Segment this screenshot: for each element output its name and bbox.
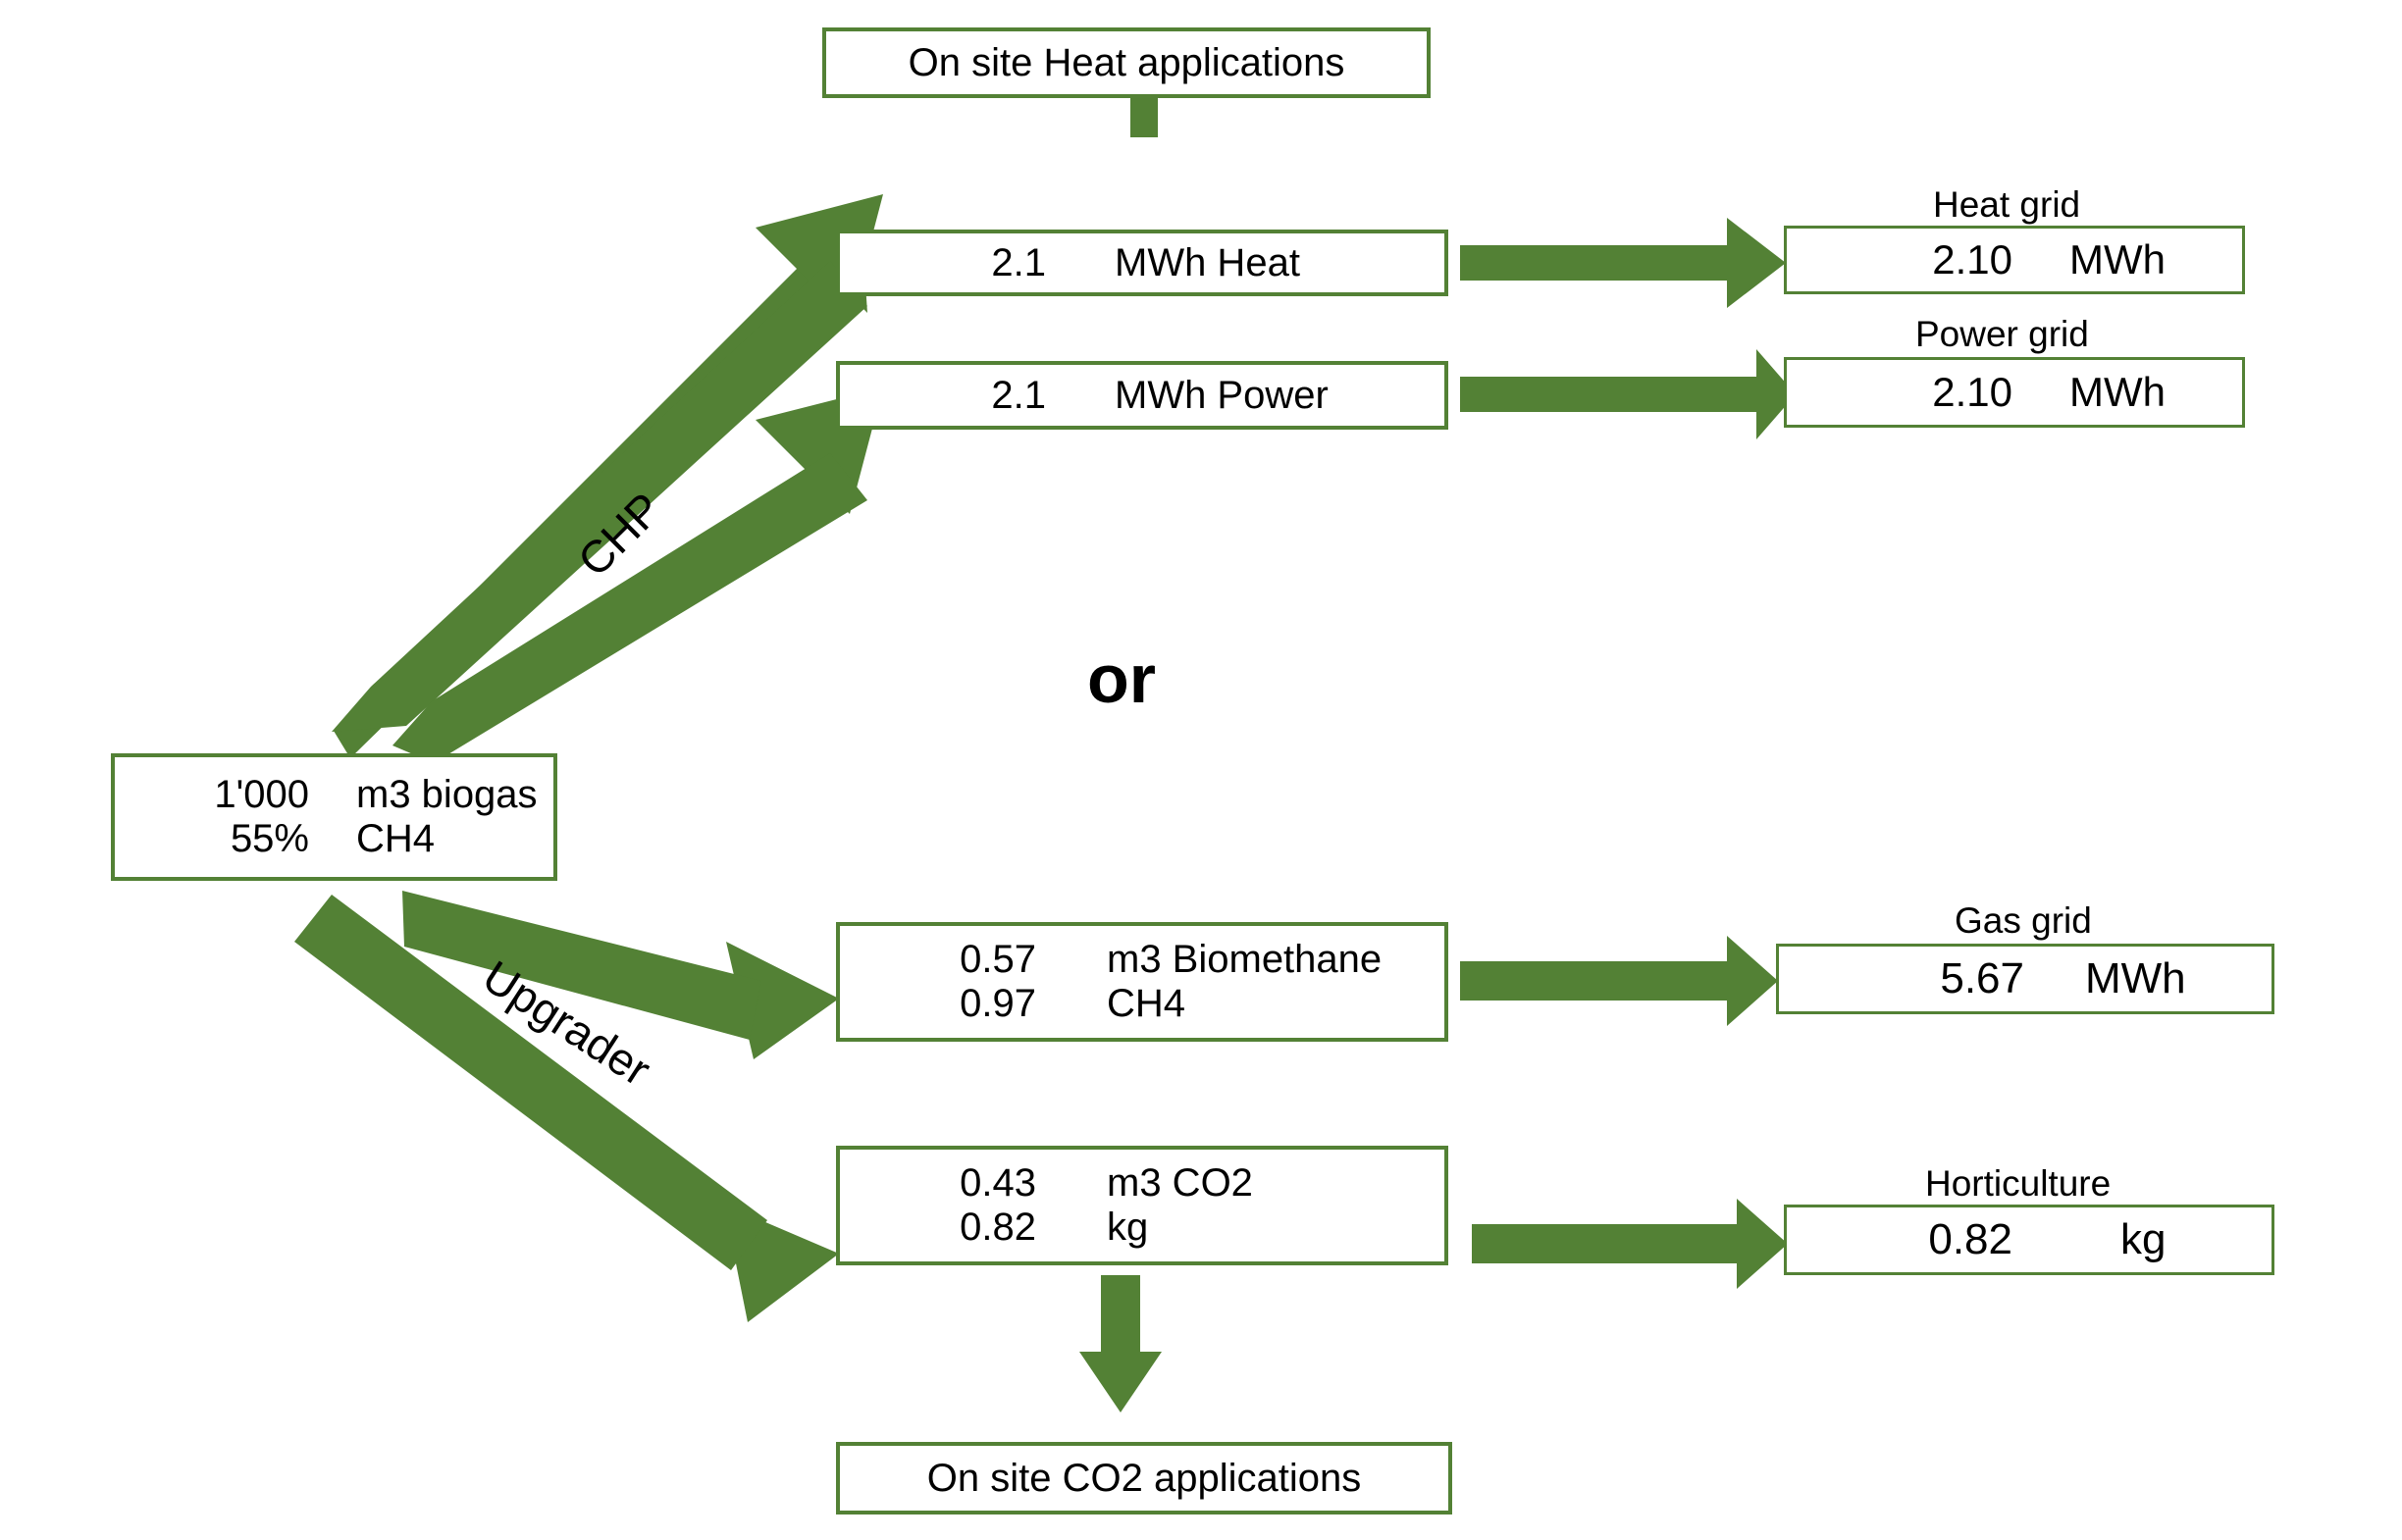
biomethane-row-ch4: 0.97 CH4 [840,982,1444,1026]
arrow-upgrader-to-co2-shaft [294,895,767,1270]
power-grid-caption: Power grid [1915,314,2089,354]
co2-mass-unit: kg [1107,1206,1149,1249]
biogas-volume-unit: m3 biogas [356,773,538,817]
power-grid-value: 2.10 [1932,369,2012,416]
node-heat-grid[interactable]: 2.10 MWh [1784,226,2245,294]
node-co2[interactable]: 0.43 m3 CO2 0.82 kg [836,1146,1448,1265]
or-label: or [1087,641,1156,717]
mwh-heat-unit: MWh Heat [1115,240,1300,284]
arrow-biomethane-to-gasgrid [1460,936,1778,1026]
biomethane-ch4-unit: CH4 [1107,982,1186,1025]
biomethane-volume-value: 0.57 [960,938,1036,982]
node-onsite-co2-applications[interactable]: On site CO2 applications [836,1442,1452,1514]
arrow-chp-to-heat-shaft [332,261,867,732]
node-onsite-heat-applications[interactable]: On site Heat applications [822,27,1431,98]
mwh-power-row: 2.1 MWh Power [840,374,1444,418]
power-grid-row: 2.10 MWh [1787,369,2242,415]
onsite-heat-label: On site Heat applications [908,40,1345,84]
gas-grid-caption: Gas grid [1955,900,2092,941]
horticulture-value: 0.82 [1928,1215,2012,1264]
node-gas-grid[interactable]: 5.67 MWh [1776,944,2274,1014]
arrow-co2-to-onsite [1079,1275,1162,1412]
co2-volume-value: 0.43 [960,1161,1036,1206]
biogas-ch4-value: 55% [230,817,309,860]
co2-row-mass: 0.82 kg [840,1206,1444,1250]
heat-grid-row: 2.10 MWh [1787,236,2242,282]
mwh-power-unit: MWh Power [1115,373,1329,417]
biomethane-row-volume: 0.57 m3 Biomethane [840,938,1444,982]
arrow-chp-to-power-shaft [392,453,867,763]
biomethane-volume-unit: m3 Biomethane [1107,938,1383,982]
horticulture-caption: Horticulture [1925,1163,2112,1204]
heat-grid-value: 2.10 [1932,236,2012,283]
heat-grid-unit: MWh [2069,236,2166,283]
co2-mass-value: 0.82 [960,1206,1036,1249]
gas-grid-value: 5.67 [1940,954,2024,1003]
arrow-upgrader-to-biomethane-shaft [402,891,761,1040]
heat-grid-caption: Heat grid [1933,184,2081,225]
biomethane-ch4-value: 0.97 [960,982,1036,1025]
node-biogas-input[interactable]: 1'000 m3 biogas 55% CH4 [111,753,557,881]
biogas-volume-value: 1'000 [214,773,309,817]
node-horticulture[interactable]: 0.82 kg [1784,1205,2274,1275]
node-power-grid[interactable]: 2.10 MWh [1784,357,2245,428]
node-mwh-power[interactable]: 2.1 MWh Power [836,361,1448,430]
biogas-ch4-unit: CH4 [356,817,436,860]
arrow-heat-to-heatgrid [1460,218,1786,308]
power-grid-unit: MWh [2069,369,2166,416]
gas-grid-unit: MWh [2085,954,2186,1003]
biogas-row-volume: 1'000 m3 biogas [132,773,538,817]
mwh-heat-value: 2.1 [991,240,1046,284]
node-mwh-heat[interactable]: 2.1 MWh Heat [836,230,1448,296]
mwh-power-value: 2.1 [991,373,1046,417]
arrow-power-to-powergrid [1460,349,1796,439]
biogas-row-ch4: 55% CH4 [132,817,536,861]
horticulture-unit: kg [2120,1215,2167,1264]
gas-grid-row: 5.67 MWh [1779,954,2271,1002]
co2-row-volume: 0.43 m3 CO2 [840,1161,1444,1206]
co2-volume-unit: m3 CO2 [1107,1161,1253,1206]
arrow-co2-to-horticulture [1472,1199,1788,1289]
horticulture-row: 0.82 kg [1787,1215,2271,1263]
onsite-co2-label: On site CO2 applications [926,1456,1362,1500]
arrow-upgrader-to-biomethane-head [726,942,839,1059]
mwh-heat-row: 2.1 MWh Heat [840,241,1444,285]
node-biomethane[interactable]: 0.57 m3 Biomethane 0.97 CH4 [836,922,1448,1042]
